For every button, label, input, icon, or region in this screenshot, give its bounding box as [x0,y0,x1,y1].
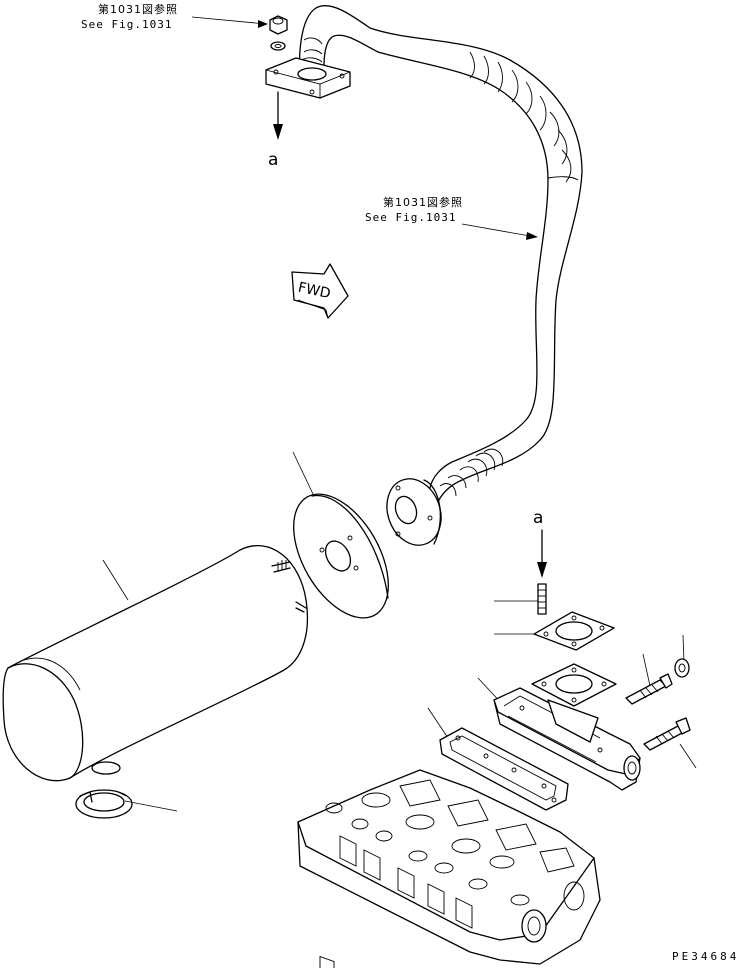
stud [537,583,547,615]
clamp-ring [75,789,133,819]
connection-label-upper: a [268,150,279,170]
pipe-reference-jp: 第1031図参照 [383,196,463,209]
exhaust-manifold [493,663,641,791]
top-reference-jp: 第1031図参照 [98,3,178,16]
cylinder-head [297,769,601,968]
leader-lines [102,16,697,812]
fwd-direction-marker: FWD [291,263,349,319]
pipe-reference-en: See Fig.1031 [365,211,457,224]
fwd-label: FWD [297,280,332,302]
flange-gasket [533,611,615,651]
bolt-lower [643,717,691,751]
muffler [2,544,309,782]
pipe-lower-flange [386,478,442,546]
muffler-gasket [293,493,389,619]
pipe-upper-flange [265,57,351,99]
exhaust-pipe [298,5,583,507]
top-reference-en: See Fig.1031 [81,18,173,31]
top-nut [269,15,288,35]
arrow-down-upper [273,91,283,140]
connection-label-lower: a [533,508,544,528]
top-washer [270,41,286,51]
washer-upper [674,658,690,678]
drawing-code: PE34684 [672,950,740,963]
bolt-upper [625,673,673,705]
manifold-gasket [439,727,569,811]
arrow-down-lower [537,529,547,578]
